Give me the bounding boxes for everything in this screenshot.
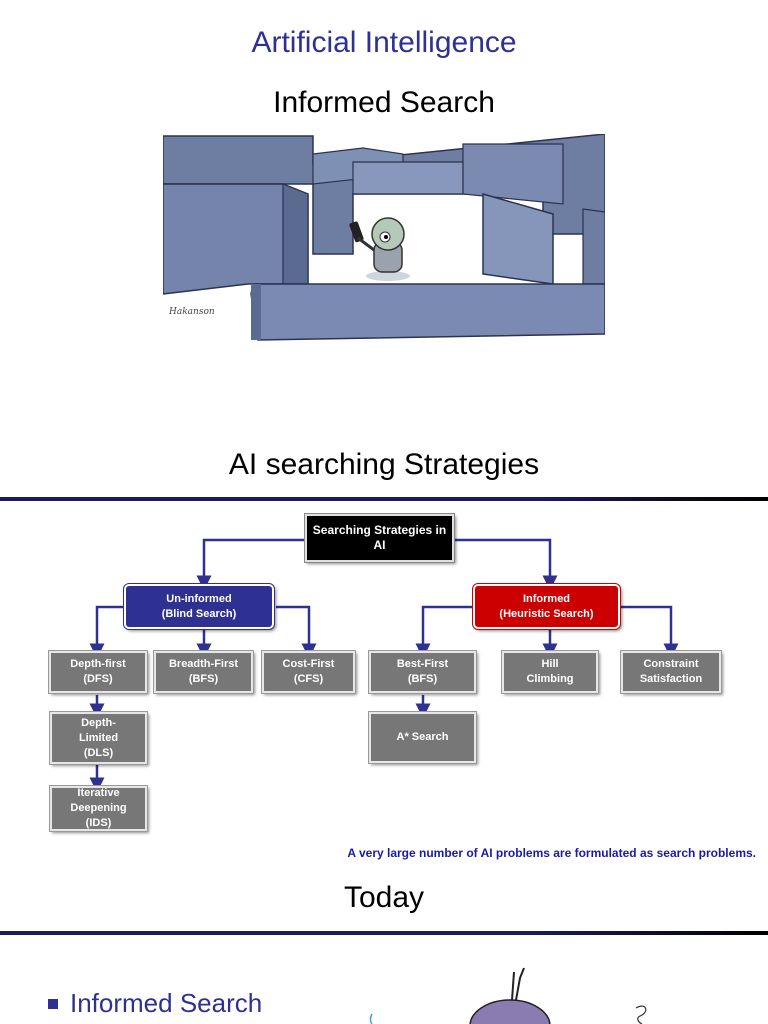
bullet-text: Informed Search bbox=[70, 988, 263, 1018]
node-root: Searching Strategies in AI bbox=[304, 513, 455, 563]
node-ids: Iterative Deepening (IDS) bbox=[49, 785, 148, 832]
node-bfs-breadth: Breadth-First (BFS) bbox=[153, 650, 254, 694]
slide-subtitle: Informed Search bbox=[273, 86, 495, 119]
node-hill-climbing: Hill Climbing bbox=[501, 650, 599, 694]
node-informed: Informed (Heuristic Search) bbox=[472, 583, 621, 630]
node-constraint: Constraint Satisfaction bbox=[620, 650, 722, 694]
svg-text:Hakanson: Hakanson bbox=[168, 307, 215, 317]
node-dfs: Depth-first (DFS) bbox=[48, 650, 148, 694]
section-heading-strategies: AI searching Strategies bbox=[228, 448, 540, 481]
partial-illustration bbox=[369, 967, 647, 1024]
node-dls: Depth- Limited (DLS) bbox=[49, 711, 148, 765]
search-note: A very large number of AI problems are f… bbox=[347, 846, 756, 860]
bullet-informed-search: Informed Search bbox=[48, 988, 262, 1019]
divider-rule-2 bbox=[0, 931, 768, 935]
node-uninformed: Un-informed (Blind Search) bbox=[123, 583, 275, 630]
slide-title: Artificial Intelligence bbox=[251, 26, 517, 59]
bullet-square-icon bbox=[48, 998, 58, 1009]
maze-robot-illustration: Hakanson bbox=[163, 134, 605, 342]
node-cfs: Cost-First (CFS) bbox=[261, 650, 356, 694]
section-heading-today: Today bbox=[343, 881, 425, 914]
node-a-star: A* Search bbox=[368, 711, 477, 764]
divider-rule bbox=[0, 497, 768, 501]
node-best-first: Best-First (BFS) bbox=[368, 650, 477, 694]
